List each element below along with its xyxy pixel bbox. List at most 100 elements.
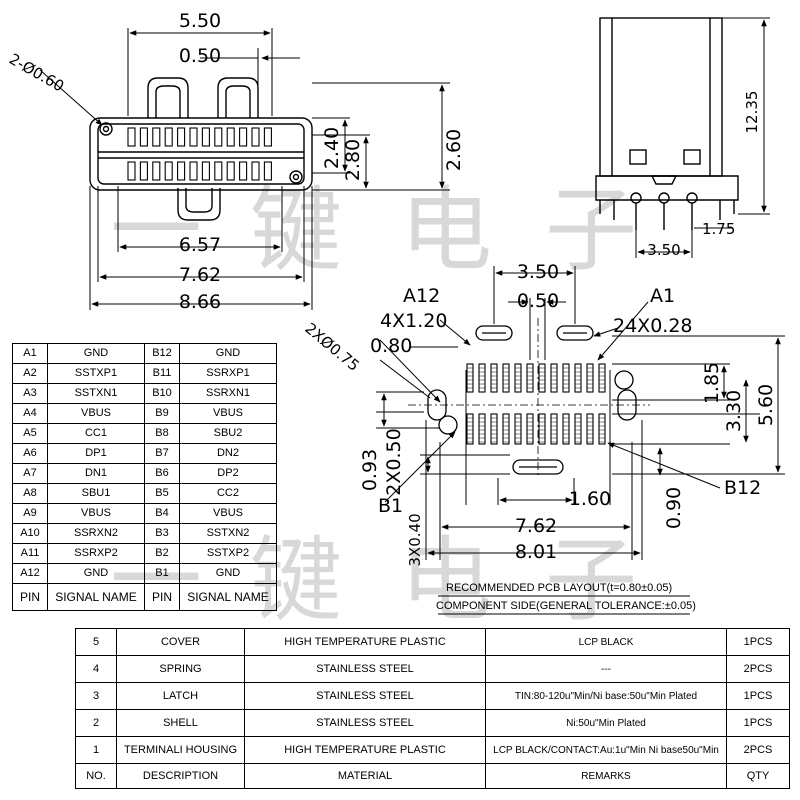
part-no-cell: 3 [75, 682, 117, 710]
material-cell: HIGH TEMPERATURE PLASTIC [244, 736, 486, 764]
dim-front-pitch-span: 5.50 [179, 10, 221, 32]
part-no-cell: 5 [75, 628, 117, 656]
column-header: SIGNAL NAME [179, 583, 277, 611]
dim-pcb-pitch: 0.50 [517, 290, 559, 312]
pin-cell: B5 [144, 483, 180, 504]
watermark-char: 子 [545, 527, 637, 634]
pcb-pad [466, 413, 474, 445]
dim-pcb-w2: 8.01 [515, 541, 557, 563]
dim-pcb-v3: 5.60 [755, 384, 777, 426]
signal-cell: CC2 [179, 483, 277, 504]
pin-cell: A7 [12, 463, 48, 484]
part-no-cell: 1 [75, 736, 117, 764]
contact-pin [214, 127, 223, 147]
dim-front-w2: 7.62 [179, 264, 221, 286]
pin-cell: A8 [12, 483, 48, 504]
pin-cell: B10 [144, 383, 180, 404]
label-b1: B1 [378, 495, 403, 517]
front-view-pins [127, 127, 272, 181]
pcb-note-sub: COMPONENT SIDE(GENERAL TOLERANCE:±0.05) [436, 600, 696, 612]
pin-cell: B6 [144, 463, 180, 484]
dim-pcb-slot: 4X1.20 [380, 310, 447, 332]
label-a12: A12 [403, 285, 440, 307]
pin-cell: B7 [144, 443, 180, 464]
contact-pin [139, 127, 148, 147]
signal-cell: VBUS [47, 403, 145, 424]
contact-pin [263, 161, 272, 181]
front-view [89, 77, 313, 221]
pcb-note-title: RECOMMENDED PCB LAYOUT(t=0.80±0.05) [446, 582, 673, 594]
signal-cell: VBUS [179, 403, 277, 424]
signal-cell: DN2 [179, 443, 277, 464]
watermark-char: 电 [400, 177, 492, 284]
contact-pin [226, 161, 235, 181]
material-cell: STAINLESS STEEL [244, 655, 486, 683]
column-header: SIGNAL NAME [47, 583, 145, 611]
pcb-pad [478, 413, 486, 445]
pcb-pad [514, 363, 522, 393]
pcb-pad [502, 413, 510, 445]
dim-pcb-mid-span: 1.60 [569, 488, 611, 510]
description-cell: SPRING [116, 655, 245, 683]
pin-cell: A5 [12, 423, 48, 444]
remarks-cell: Ni:50u"Min Plated [485, 709, 727, 737]
pin-cell: B1 [144, 563, 180, 584]
pin-cell: A1 [12, 343, 48, 364]
pcb-pad [586, 363, 594, 393]
pcb-pad [490, 413, 498, 445]
qty-cell: 1PCS [726, 709, 790, 737]
description-cell: LATCH [116, 682, 245, 710]
description-cell: COVER [116, 628, 245, 656]
pin-cell: B8 [144, 423, 180, 444]
dim-side-lead-pitch: 3.50 [647, 241, 680, 259]
remarks-cell: LCP BLACK [485, 628, 727, 656]
dim-side-lead-offset: 1.75 [702, 220, 735, 238]
dim-pcb-pads: 24X0.28 [613, 315, 693, 337]
pcb-pad [478, 363, 486, 393]
pin-cell: B12 [144, 343, 180, 364]
watermark-char: 键 [250, 177, 342, 284]
contact-pin [152, 127, 161, 147]
pcb-pad [574, 363, 582, 393]
pcb-pad [562, 413, 570, 445]
label-a1: A1 [650, 285, 675, 307]
pcb-pad [526, 413, 534, 445]
contact-pin [177, 161, 186, 181]
column-header: MATERIAL [244, 763, 486, 789]
description-cell: SHELL [116, 709, 245, 737]
pcb-pad [598, 363, 606, 393]
description-cell: TERMINALI HOUSING [116, 736, 245, 764]
pcb-pads [466, 363, 606, 445]
material-cell: STAINLESS STEEL [244, 709, 486, 737]
pcb-pad [550, 413, 558, 445]
dim-front-h3: 2.60 [443, 129, 465, 171]
pin-cell: A9 [12, 503, 48, 524]
dim-pcb-holes: 2XØ0.75 [301, 319, 362, 375]
signal-cell: GND [47, 343, 145, 364]
column-header: QTY [726, 763, 790, 789]
remarks-cell: LCP BLACK/CONTACT:Au:1u"Min Ni base50u"M… [485, 736, 727, 764]
contact-pin [214, 161, 223, 181]
qty-cell: 2PCS [726, 736, 790, 764]
signal-cell: SSRXN2 [47, 523, 145, 544]
contact-pin [127, 127, 136, 147]
contact-pin [251, 161, 260, 181]
signal-cell: SSRXP1 [179, 363, 277, 384]
column-header: REMARKS [485, 763, 727, 789]
contact-pin [201, 161, 210, 181]
signal-cell: GND [47, 563, 145, 584]
dim-pcb-v2: 3.30 [723, 390, 745, 432]
